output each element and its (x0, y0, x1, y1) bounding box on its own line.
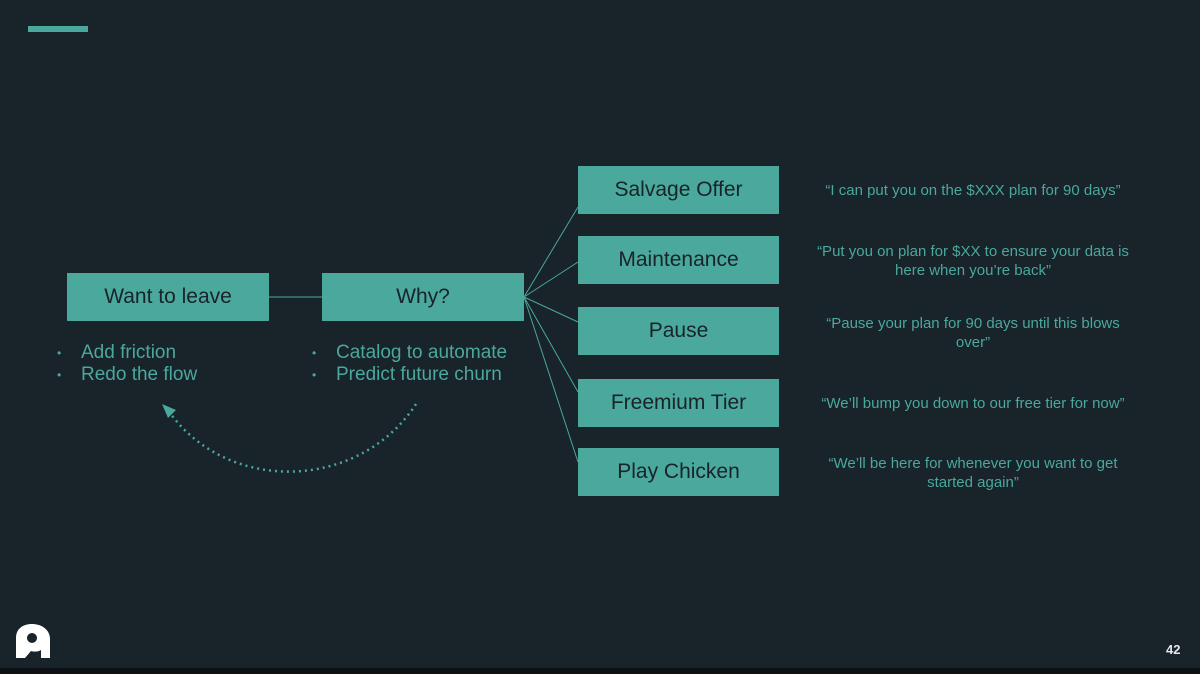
option-salvage-offer: Salvage Offer (578, 166, 779, 214)
quote-pause: “Pause your plan for 90 days until this … (803, 314, 1143, 352)
quote-line: “I can put you on the $XXX plan for 90 d… (825, 182, 1121, 199)
connector-why-chicken (523, 296, 579, 463)
title-accent-bar (28, 26, 88, 32)
quote-salvage-offer: “I can put you on the $XXX plan for 90 d… (803, 181, 1143, 200)
feedback-loop-arrow (168, 403, 418, 473)
why-bullet-2: Predict future churn (312, 364, 507, 386)
quote-line: “We’ll be here for whenever you want to … (828, 455, 1118, 472)
quote-line: “Pause your plan for 90 days until this … (826, 315, 1120, 332)
want-bullets: Add friction Redo the flow (57, 342, 197, 386)
connector-why-salvage (523, 206, 579, 298)
quote-line: over” (955, 334, 991, 351)
option-freemium-tier: Freemium Tier (578, 379, 779, 427)
why-bullet-1: Catalog to automate (312, 342, 507, 364)
brand-logo-icon (16, 624, 50, 658)
option-pause: Pause (578, 307, 779, 355)
quote-line: “Put you on plan for $XX to ensure your … (817, 243, 1129, 260)
quote-play-chicken: “We’ll be here for whenever you want to … (803, 454, 1143, 492)
quote-line: here when you’re back” (895, 262, 1051, 279)
connector-why-maintenance (523, 261, 579, 298)
quote-freemium-tier: “We’ll bump you down to our free tier fo… (803, 394, 1143, 413)
option-play-chicken: Play Chicken (578, 448, 779, 496)
connector-why-pause (523, 296, 579, 323)
why-bullets: Catalog to automate Predict future churn (312, 342, 507, 386)
want-to-leave-box: Want to leave (67, 273, 269, 321)
page-number: 42 (1166, 642, 1181, 657)
want-bullet-2: Redo the flow (57, 364, 197, 386)
why-box: Why? (322, 273, 524, 321)
quote-line: “We’ll bump you down to our free tier fo… (821, 395, 1125, 412)
bottom-edge (0, 668, 1200, 674)
option-maintenance: Maintenance (578, 236, 779, 284)
want-bullet-1: Add friction (57, 342, 197, 364)
quote-maintenance: “Put you on plan for $XX to ensure your … (803, 242, 1143, 280)
feedback-loop-arrowhead (162, 404, 176, 418)
connector-why-freemium (523, 296, 579, 393)
quote-line: started again” (927, 474, 1019, 491)
